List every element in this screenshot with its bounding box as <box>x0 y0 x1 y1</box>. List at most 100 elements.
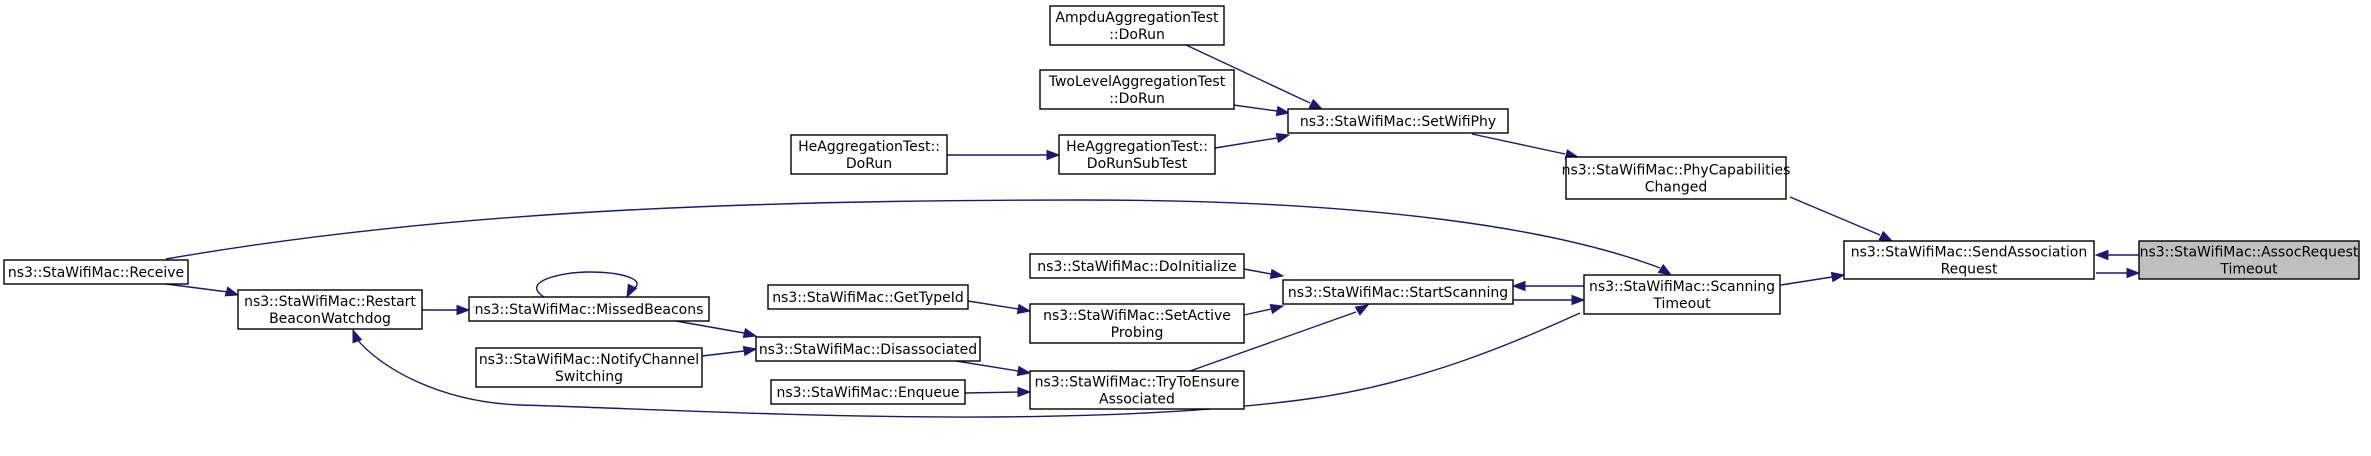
edge-line <box>1471 133 1566 155</box>
node-label-line: ns3::StaWifiMac::DoInitialize <box>1037 259 1236 275</box>
edge-receive-to-scanning_timeout <box>165 199 1673 276</box>
node-label-line: Changed <box>1645 180 1708 196</box>
edge-line <box>1214 137 1278 149</box>
node-receive[interactable]: ns3::StaWifiMac::Receive <box>3 259 189 285</box>
edge-arrowhead <box>1275 132 1291 144</box>
edge-scanning_timeout-to-start_scanning <box>1511 280 1584 292</box>
node-set-wifi-phy[interactable]: ns3::StaWifiMac::SetWifiPhy <box>1287 108 1509 134</box>
node-label-line: Timeout <box>1652 296 1711 312</box>
node-box <box>475 347 703 388</box>
edge-line <box>1243 308 1272 316</box>
node-get-type-id[interactable]: ns3::StaWifiMac::GetTypeId <box>767 284 969 310</box>
node-label-line: ns3::StaWifiMac::GetTypeId <box>772 290 964 306</box>
edge-scanning_timeout-to-restart_watchdog <box>352 312 1581 418</box>
node-he-dorunsub[interactable]: HeAggregationTest::DoRunSubTest <box>1058 134 1216 175</box>
edge-phy_caps-to-send_assoc <box>1789 196 1894 242</box>
node-label-line: Request <box>1941 262 1998 278</box>
edge-line <box>355 312 1581 418</box>
edge-arrowhead <box>626 283 638 299</box>
node-label-line: DoRun <box>846 156 892 172</box>
edge-ampdu_dorun-to-set_wifi_phy <box>1185 44 1324 110</box>
node-box <box>755 336 981 362</box>
node-box <box>1049 5 1225 46</box>
edge-set_wifi_phy-to-phy_caps <box>1471 133 1580 160</box>
edge-assoc_timeout-to-send_assoc <box>2094 249 2139 261</box>
node-he-dorun[interactable]: HeAggregationTest::DoRun <box>790 134 948 175</box>
node-box <box>237 289 423 330</box>
edge-arrowhead <box>1511 280 1526 292</box>
edge-arrowhead <box>1016 303 1032 315</box>
node-label-line: ::DoRun <box>1109 91 1165 107</box>
node-box <box>1029 303 1245 344</box>
edge-arrowhead <box>224 286 240 297</box>
node-label-line: Probing <box>1111 325 1164 341</box>
node-label-line: ns3::StaWifiMac::Disassociated <box>759 342 977 358</box>
edge-restart_watchdog-to-missed_beacons <box>422 304 471 316</box>
node-twolevel-dorun[interactable]: TwoLevelAggregationTest::DoRun <box>1039 69 1235 110</box>
edge-line <box>701 350 745 357</box>
node-box <box>1287 108 1509 134</box>
edge-arrowhead <box>1657 263 1673 276</box>
edge-he_dorunsub-to-set_wifi_phy <box>1214 132 1291 149</box>
node-label-line: ns3::StaWifiMac::NotifyChannel <box>479 352 699 368</box>
node-label-line: ns3::StaWifiMac::SendAssociation <box>1851 245 2087 261</box>
edge-receive-to-restart_watchdog <box>165 283 240 297</box>
node-box <box>1282 279 1514 305</box>
node-label-line: ns3::StaWifiMac::AssocRequest <box>2140 245 2359 261</box>
node-label-line: HeAggregationTest:: <box>798 139 940 155</box>
edge-notify_channel-to-disassociated <box>701 345 758 357</box>
node-missed-beacons[interactable]: ns3::StaWifiMac::MissedBeacons <box>468 296 710 322</box>
node-start-scanning[interactable]: ns3::StaWifiMac::StartScanning <box>1282 279 1514 305</box>
node-ampdu-dorun[interactable]: AmpduAggregationTest::DoRun <box>1049 5 1225 46</box>
node-box <box>1565 156 1787 200</box>
node-label-line: ns3::StaWifiMac::StartScanning <box>1288 285 1508 301</box>
edge-arrowhead <box>2126 267 2141 279</box>
node-label-line: ns3::StaWifiMac::MissedBeacons <box>475 302 704 318</box>
node-label-line: ns3::StaWifiMac::TryToEnsure <box>1035 375 1240 391</box>
node-label-line: ns3::StaWifiMac::Enqueue <box>776 385 959 401</box>
node-do-initialize[interactable]: ns3::StaWifiMac::DoInitialize <box>1029 253 1245 279</box>
node-label-line: ::DoRun <box>1109 27 1165 43</box>
edge-arrowhead <box>1017 386 1032 398</box>
edge-arrowhead <box>456 304 471 316</box>
edge-get_type_id-to-set_active_probing <box>967 300 1032 315</box>
edge-arrowhead <box>1046 149 1061 161</box>
node-label-line: Switching <box>555 369 623 385</box>
edge-arrowhead <box>1269 303 1285 315</box>
node-disassociated[interactable]: ns3::StaWifiMac::Disassociated <box>755 336 981 362</box>
edge-send_assoc-to-assoc_timeout <box>2096 267 2141 279</box>
edge-try_ensure-to-start_scanning <box>1189 304 1370 372</box>
node-box <box>1843 240 2095 280</box>
node-label-line: HeAggregationTest:: <box>1066 139 1208 155</box>
edge-arrowhead <box>1830 271 1846 283</box>
edge-twolevel_dorun-to-set_wifi_phy <box>1225 103 1291 117</box>
node-box <box>1583 274 1781 315</box>
node-label-line: ns3::StaWifiMac::SetActive <box>1043 308 1231 324</box>
edge-line <box>964 391 1019 394</box>
edge-start_scanning-to-scanning_timeout <box>1513 294 1586 306</box>
node-box <box>468 296 710 322</box>
node-box <box>1039 69 1235 110</box>
call-graph-edges <box>165 44 2141 418</box>
edge-arrowhead <box>1878 230 1894 242</box>
edge-line <box>535 271 638 298</box>
node-enqueue[interactable]: ns3::StaWifiMac::Enqueue <box>770 379 966 405</box>
edge-arrowhead <box>742 345 758 357</box>
node-label-line: TwoLevelAggregationTest <box>1048 74 1226 90</box>
edge-he_dorun-to-he_dorunsub <box>947 149 1061 161</box>
edge-scanning_timeout-to-send_assoc <box>1780 271 1846 286</box>
edge-line <box>1185 44 1311 104</box>
node-label-line: ns3::StaWifiMac::PhyCapabilities <box>1562 163 1791 179</box>
edge-line <box>1789 196 1881 236</box>
edge-arrowhead <box>742 327 758 339</box>
edge-line <box>955 360 1019 372</box>
